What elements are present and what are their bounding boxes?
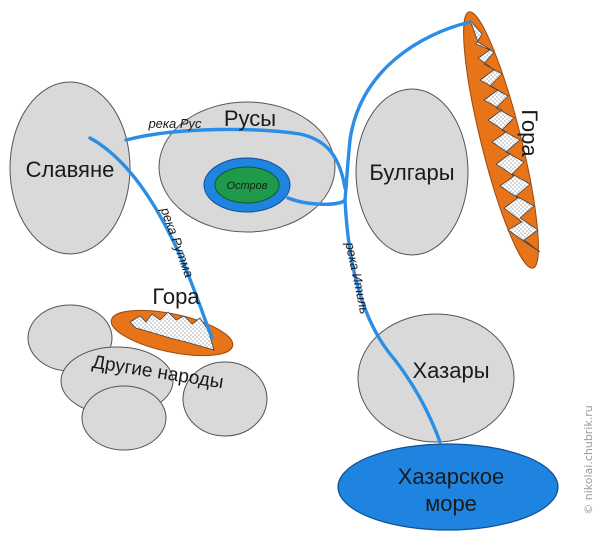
river-itil-label: река Итиль	[342, 240, 372, 316]
watermark: © nikolai.chubrik.ru	[582, 405, 595, 515]
khazary-region	[357, 313, 515, 443]
khazar-sea-label-2: море	[425, 491, 477, 516]
mountain-right	[463, 11, 541, 269]
bulgary-label: Булгары	[369, 160, 454, 185]
khazar-sea-label-1: Хазарское	[398, 464, 505, 489]
island	[214, 166, 280, 204]
bulgary-region	[355, 88, 469, 256]
drugie-region-3	[81, 385, 167, 451]
mountain-left	[110, 309, 234, 357]
khazary-label: Хазары	[412, 358, 489, 383]
drugie-region-4	[182, 361, 268, 437]
ostrov-label: Остров	[226, 180, 267, 192]
river-rus-label: река Рус	[147, 116, 202, 131]
slavyane-label: Славяне	[26, 157, 115, 182]
rusy-label: Русы	[224, 106, 276, 131]
gora-right-label: Гора	[517, 109, 542, 157]
khazar-sea	[337, 443, 559, 531]
river-itil-path	[286, 20, 472, 444]
river-rus-path	[124, 127, 347, 190]
slavyane-region	[9, 81, 131, 255]
gora-left-label: Гора	[152, 284, 200, 309]
river-rutma-path	[88, 136, 214, 340]
